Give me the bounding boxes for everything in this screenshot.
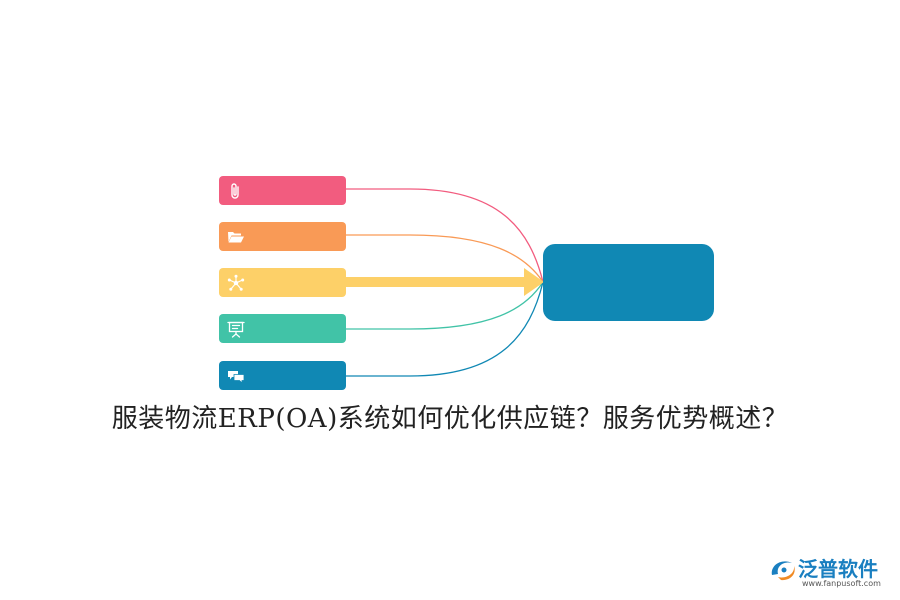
branch-item-2[interactable]	[219, 222, 346, 251]
presentation-board-icon	[227, 321, 245, 338]
fanpu-logo: 泛普软件 www.fanpusoft.com	[768, 553, 893, 593]
logo-url: www.fanpusoft.com	[802, 579, 881, 588]
branch-item-3[interactable]	[219, 268, 346, 297]
connector-line-2	[346, 234, 544, 283]
branch-item-1[interactable]	[219, 176, 346, 205]
logo-swirl-icon	[771, 561, 795, 581]
connector-line-1	[346, 188, 544, 283]
folder-open-icon	[228, 231, 244, 242]
branch-item-4[interactable]	[219, 314, 346, 343]
central-hub-node[interactable]	[543, 244, 714, 321]
diagram-title: 服装物流ERP(OA)系统如何优化供应链？服务优势概述？	[111, 404, 789, 434]
branch-item-5[interactable]	[219, 361, 346, 390]
chat-bubbles-icon	[228, 370, 245, 384]
connector-line-5	[346, 281, 544, 377]
highlight-arrow-head	[524, 268, 544, 296]
paperclip-icon	[231, 182, 239, 199]
network-icon	[227, 274, 245, 291]
logo-name: 泛普软件	[798, 557, 878, 581]
highlight-arrow-shaft	[346, 277, 526, 287]
connector-line-4	[346, 281, 544, 330]
